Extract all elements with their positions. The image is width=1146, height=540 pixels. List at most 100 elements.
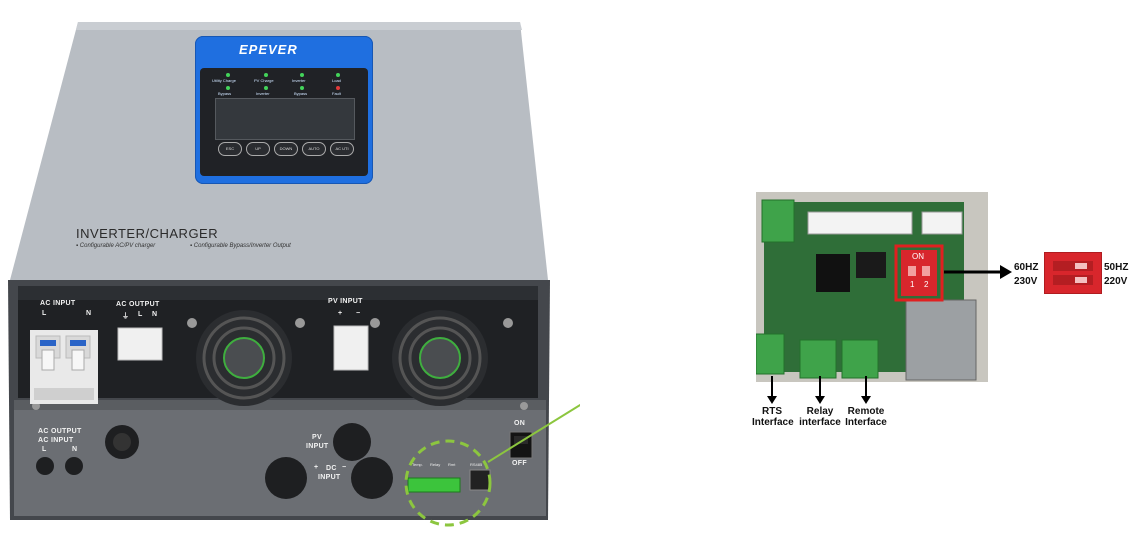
auto-button[interactable]: AUTO: [302, 142, 326, 156]
dip-1-label: 1: [910, 280, 915, 289]
switch-off-label: OFF: [512, 460, 527, 467]
led-dot: [226, 73, 230, 77]
pv-minus-label: −: [356, 310, 361, 317]
led-dot: [300, 73, 304, 77]
interface-arrows: [767, 376, 871, 404]
relay-label-1: Relay: [806, 406, 834, 417]
pcb-drawing: [755, 199, 977, 381]
remote-label-2: Interface: [845, 417, 887, 428]
remote-terminal: [841, 339, 879, 379]
arrow-to-setting: [944, 265, 1012, 279]
bottom-dc-plus-label: +: [314, 464, 319, 471]
ac-input-breaker: [30, 330, 98, 404]
relay-label-2: interface: [799, 417, 841, 428]
led-dot: [264, 86, 268, 90]
ac-output-terminal: [117, 327, 163, 361]
port-label: RS485: [470, 462, 483, 467]
setting-220v: 220V: [1104, 276, 1128, 287]
led-dot: [226, 86, 230, 90]
setting-60hz: 60HZ: [1014, 262, 1039, 273]
ac-uti-button[interactable]: AC UTI: [330, 142, 354, 156]
ac-input-n-label: N: [86, 310, 92, 317]
bottom-dc-minus-label: −: [342, 464, 347, 471]
ac-output-pin-label: N: [152, 311, 158, 318]
led-row-bottom: Bypass Inverter Bypass Fault: [208, 86, 363, 98]
led-dot: [336, 86, 340, 90]
brand-logo: EPEVER: [239, 42, 298, 57]
chip: [816, 254, 850, 292]
fan-left: [196, 310, 292, 406]
ac-output-label: AC OUTPUT: [116, 301, 160, 308]
rts-label-1: RTS: [762, 406, 782, 417]
callout-circle: [404, 439, 492, 527]
remote-label: Remote Interface: [842, 406, 890, 428]
led-label: Inverter: [256, 91, 270, 96]
led-row-top: Utility Charge PV Charge Inverter Load: [208, 73, 363, 85]
dip-switch[interactable]: [901, 250, 937, 296]
rts-label-2: Interface: [752, 417, 794, 428]
dip-highlight: [894, 244, 944, 302]
bottom-l-label: L: [42, 446, 47, 453]
remote-label-1: Remote: [847, 406, 885, 417]
bottom-dc-label: DC: [326, 465, 337, 472]
feature-2-text: Configurable Bypass/Inverter Output: [193, 243, 291, 249]
relay-label: Relay interface: [798, 406, 842, 428]
pcb-photo: ON 1 2: [755, 192, 988, 382]
port-label: Rmt: [448, 462, 456, 467]
bottom-ac-input-label: AC INPUT: [38, 437, 74, 444]
rts-label: RTS Interface: [752, 406, 794, 428]
led-label: Load: [332, 78, 341, 83]
control-panel: EPEVER: [195, 36, 373, 184]
pv-input-label: PV INPUT: [328, 298, 363, 305]
bottom-ac-output-label: AC OUTPUT: [38, 428, 82, 435]
rs485-port: [469, 469, 491, 491]
dc-input-port-minus: [351, 457, 393, 499]
bottom-n-label: N: [72, 446, 78, 453]
ac-output-pin-label: ⏚: [122, 313, 130, 320]
led-dot: [336, 73, 340, 77]
pv-plus-label: +: [338, 310, 343, 317]
temp-terminal: [761, 199, 795, 243]
ac-input-label: AC INPUT: [40, 300, 76, 307]
setting-50hz: 50HZ: [1104, 262, 1129, 273]
dip-2-label: 2: [924, 280, 929, 289]
ac-input-l-label: L: [42, 310, 47, 317]
inverter-image: EPEVER Utility Charge PV Charge Inverter…: [8, 22, 757, 527]
bottom-pv-input-label: INPUT: [306, 443, 329, 450]
dip-on-label: ON: [912, 252, 924, 261]
port-label: Relay: [430, 462, 441, 467]
led-label: Inverter: [292, 78, 306, 83]
header-connector: [807, 211, 913, 235]
fan-right: [392, 310, 488, 406]
feature-1-text: Configurable AC/PV charger: [79, 243, 156, 249]
lcd-screen: [215, 98, 355, 140]
pv-input-terminal: [333, 325, 369, 371]
led-dot: [300, 86, 304, 90]
feature-2: ▪ Configurable Bypass/Inverter Output: [190, 243, 291, 249]
led-label: PV Charge: [254, 78, 274, 83]
ac-input-port-n: [65, 457, 83, 475]
feature-1: ▪ Configurable AC/PV charger: [76, 243, 156, 249]
led-label: Utility Charge: [212, 78, 237, 83]
ac-input-port-l: [36, 457, 54, 475]
port-label: Temp.: [412, 462, 423, 467]
product-title: INVERTER/CHARGER: [76, 226, 219, 241]
down-button[interactable]: DOWN: [274, 142, 298, 156]
rj45-port: [905, 299, 977, 381]
led-label: Bypass: [218, 91, 232, 96]
button-row: ESC UP DOWN AUTO AC UTI: [218, 142, 358, 156]
ac-output-pin-label: L: [138, 311, 143, 318]
pv-input-port: [333, 423, 371, 461]
inverter-drawing: [8, 22, 757, 527]
up-button[interactable]: UP: [246, 142, 270, 156]
header-connector-small: [921, 211, 963, 235]
rts-terminal: [755, 333, 785, 375]
relay-terminal: [799, 339, 837, 379]
esc-button[interactable]: ESC: [218, 142, 242, 156]
setting-230v: 230V: [1014, 276, 1038, 287]
switch-on-label: ON: [514, 420, 526, 427]
led-label: Fault: [332, 91, 341, 96]
dip-setting-illustration: [1044, 252, 1102, 294]
bottom-dc-input-label: INPUT: [318, 474, 341, 481]
led-label: Bypass: [294, 91, 308, 96]
